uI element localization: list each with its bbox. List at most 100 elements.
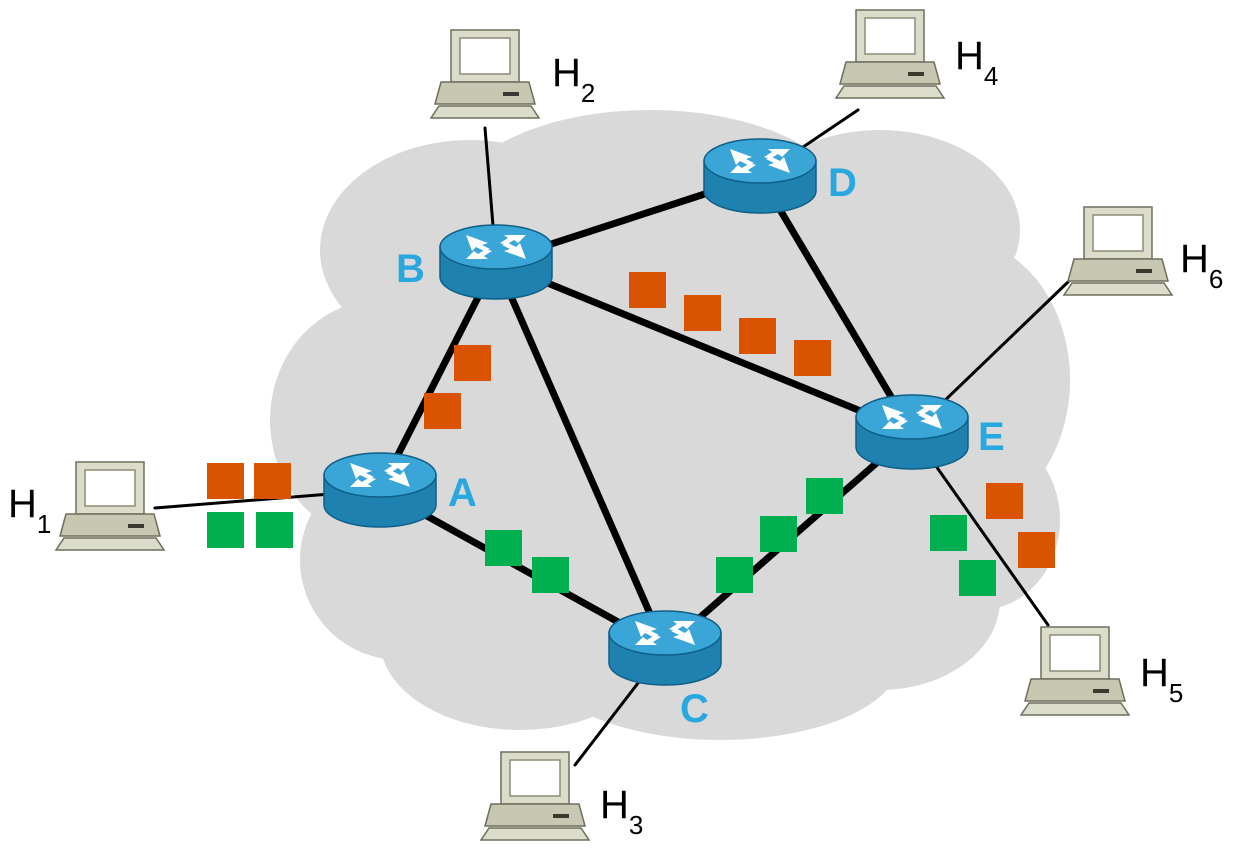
host-label-h2: H2 [552, 51, 595, 108]
packet-orange [1018, 532, 1055, 568]
packets [207, 272, 1055, 596]
router-d[interactable] [703, 138, 817, 214]
router-top [855, 394, 969, 440]
packet-orange [794, 340, 831, 376]
router-arrow [669, 621, 695, 631]
screen [509, 759, 561, 797]
router-arrow [635, 635, 661, 645]
router-top [608, 610, 722, 656]
host-h4[interactable] [834, 9, 946, 99]
router-arrow [635, 621, 659, 637]
router-arrow [466, 249, 492, 259]
packet-green [485, 530, 522, 566]
host-base [1067, 258, 1169, 282]
host-subscript: 6 [1209, 264, 1223, 294]
packet-green [806, 478, 843, 514]
router-top [323, 452, 437, 498]
host-label-h4: H4 [955, 34, 998, 91]
host-base [484, 803, 586, 827]
router-label-e: E [978, 415, 1005, 459]
router-arrows-icon [882, 405, 942, 429]
router-arrow [916, 405, 942, 415]
drive-slot [1093, 689, 1109, 693]
router-link [376, 258, 500, 494]
host-label-h3: H3 [600, 783, 643, 840]
cloud-lobe [760, 510, 1000, 690]
host-h5[interactable] [1019, 626, 1131, 716]
router-top [703, 138, 817, 184]
host-base [1024, 678, 1126, 702]
keyboard [429, 105, 541, 119]
screen [459, 37, 511, 75]
router-arrow [764, 149, 790, 159]
packet-green [207, 512, 244, 548]
router-arrows-icon [466, 235, 526, 259]
router-arrow [766, 157, 790, 173]
host-label-h5: H5 [1140, 651, 1183, 708]
router-arrow [350, 477, 376, 487]
host-h3[interactable] [479, 751, 591, 841]
packet-green [959, 560, 996, 596]
host-letter: H [955, 34, 984, 78]
router-label-d: D [828, 161, 857, 205]
router-link [756, 172, 916, 436]
router-e[interactable] [855, 394, 969, 470]
packet-orange [684, 295, 721, 331]
router-arrow [882, 405, 906, 421]
packet-green [532, 557, 569, 593]
router-link [492, 258, 669, 652]
host-h2[interactable] [429, 29, 541, 119]
keyboard [54, 537, 166, 551]
host-subscript: 4 [984, 61, 998, 91]
screen [84, 469, 136, 507]
router-arrow [500, 235, 526, 245]
packet-green [716, 557, 753, 593]
screen [1049, 634, 1101, 672]
packet-orange [986, 483, 1023, 519]
router-arrows-icon [635, 621, 695, 645]
router-arrow [502, 243, 526, 259]
host-base [839, 61, 941, 85]
screen [864, 17, 916, 55]
host-base [59, 513, 161, 537]
host-h6[interactable] [1062, 206, 1174, 296]
packet-orange [424, 393, 461, 429]
host-subscript: 1 [37, 509, 51, 539]
packet-green [760, 516, 797, 552]
packet-orange [739, 318, 776, 354]
host-letter: H [600, 783, 629, 827]
screen [1092, 214, 1144, 252]
drive-slot [1136, 269, 1152, 273]
drive-slot [553, 814, 569, 818]
keyboard [1062, 282, 1174, 296]
packet-green [930, 515, 967, 551]
router-arrow [386, 471, 410, 487]
host-subscript: 5 [1169, 678, 1183, 708]
host-letter: H [1180, 237, 1209, 281]
router-arrow [730, 163, 756, 173]
host-subscript: 3 [629, 810, 643, 840]
router-arrow [671, 629, 695, 645]
router-b[interactable] [439, 224, 553, 300]
drive-slot [128, 524, 144, 528]
packet-orange [254, 463, 291, 499]
router-label-c: C [680, 687, 709, 731]
host-label-h6: H6 [1180, 237, 1223, 294]
packet-orange [629, 272, 666, 308]
router-arrow [384, 463, 410, 473]
router-label-b: B [396, 247, 425, 291]
host-subscript: 2 [581, 78, 595, 108]
router-arrows-icon [730, 149, 790, 173]
host-label-h1: H1 [8, 482, 51, 539]
host-h1[interactable] [54, 461, 166, 551]
router-c[interactable] [608, 610, 722, 686]
host-base [434, 81, 536, 105]
router-arrow [918, 413, 942, 429]
router-arrow [350, 463, 374, 479]
router-link [492, 258, 916, 436]
packet-orange [207, 463, 244, 499]
router-a[interactable] [323, 452, 437, 528]
drive-slot [908, 72, 924, 76]
